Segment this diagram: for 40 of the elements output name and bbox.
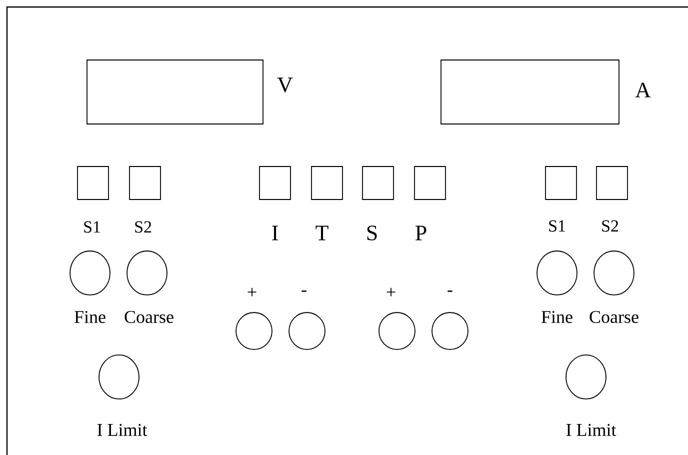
switch-button bbox=[545, 166, 577, 200]
knob bbox=[98, 354, 140, 400]
panel-label: V bbox=[277, 78, 293, 92]
switch-button bbox=[311, 166, 343, 200]
panel-label: Fine bbox=[542, 310, 572, 324]
panel-label: - bbox=[302, 290, 306, 292]
panel-label: S1 bbox=[84, 221, 100, 233]
knob bbox=[566, 354, 606, 400]
panel-label: I bbox=[272, 226, 278, 240]
panel-label: Fine bbox=[74, 310, 106, 324]
panel-label: S2 bbox=[602, 220, 618, 232]
terminal-jack bbox=[378, 312, 416, 350]
knob bbox=[70, 250, 110, 296]
switch-button bbox=[362, 166, 394, 200]
panel-label: + bbox=[248, 288, 256, 296]
panel-label: A bbox=[635, 82, 651, 98]
switch-button bbox=[129, 166, 161, 200]
terminal-jack bbox=[432, 312, 468, 350]
switch-button bbox=[259, 166, 291, 200]
display-window bbox=[440, 60, 620, 124]
panel-label: S2 bbox=[135, 221, 152, 233]
terminal-jack bbox=[288, 312, 326, 350]
panel-label: P bbox=[416, 226, 426, 240]
panel-label: S1 bbox=[549, 220, 565, 232]
knob bbox=[594, 250, 634, 296]
switch-button bbox=[596, 166, 628, 200]
terminal-jack bbox=[236, 312, 272, 350]
display-window bbox=[86, 60, 264, 124]
panel-label: Coarse bbox=[124, 310, 174, 324]
panel-label: Coarse bbox=[590, 310, 638, 324]
knob bbox=[126, 250, 168, 296]
knob bbox=[536, 250, 578, 296]
panel-label: + bbox=[386, 288, 396, 296]
panel-label: S bbox=[367, 226, 377, 240]
switch-button bbox=[414, 166, 446, 200]
panel-label: T bbox=[316, 226, 328, 240]
panel-label: I Limit bbox=[97, 424, 148, 436]
switch-button bbox=[77, 166, 109, 200]
panel-label: - bbox=[448, 290, 452, 292]
panel-label: I Limit bbox=[566, 424, 616, 436]
